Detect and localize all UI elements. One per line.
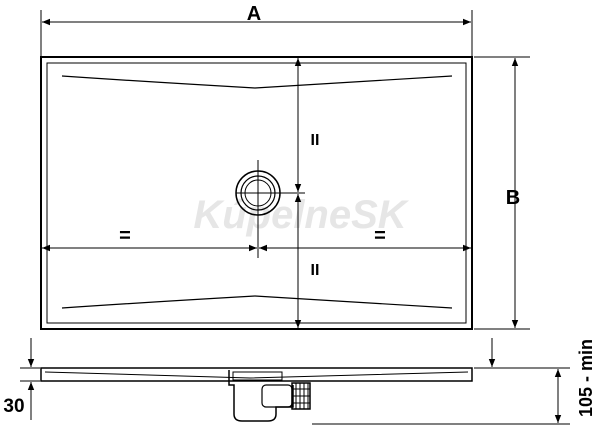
watermark-text: KúpelneSK: [193, 193, 409, 237]
dimension-105-min: 105 - min: [312, 338, 596, 425]
label-b: B: [506, 187, 520, 209]
label-a: A: [247, 3, 261, 25]
label-equal-right: =: [374, 225, 386, 247]
label-105-min: 105 - min: [576, 339, 596, 417]
label-parallel-top: II: [311, 132, 320, 149]
tray-plan: [40, 56, 473, 330]
drain: [235, 160, 305, 258]
dimension-b: B: [474, 56, 530, 330]
label-equal-left: =: [119, 225, 131, 247]
dimension-a: A: [40, 3, 473, 56]
dimension-horizontal-center: = =: [42, 225, 471, 252]
label-30: 30: [3, 396, 24, 417]
label-parallel-bottom: II: [311, 262, 320, 279]
dimension-vertical-center: II II: [294, 58, 320, 328]
tray-side-view: [40, 367, 473, 422]
dimension-30: 30: [3, 338, 40, 420]
